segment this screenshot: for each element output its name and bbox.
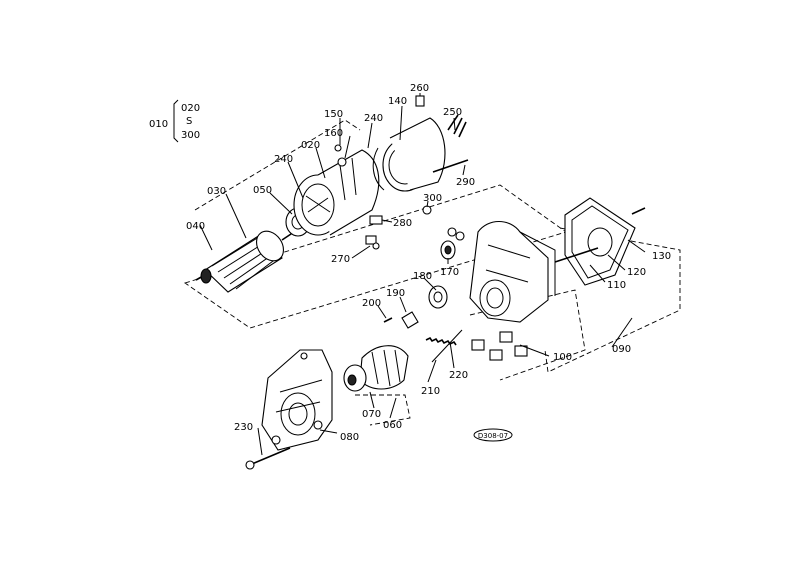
group-label: 010 020 S 300 xyxy=(149,99,200,143)
callout-210: 210 xyxy=(421,386,440,397)
callout-220: 220 xyxy=(449,370,468,381)
small-washer xyxy=(337,157,347,167)
callout-030: 030 xyxy=(207,186,226,197)
plunger-rod xyxy=(431,329,463,363)
callout-170: 170 xyxy=(440,267,459,278)
callout-180: 180 xyxy=(413,271,432,282)
front-housing xyxy=(261,349,333,451)
callout-020: 020 xyxy=(301,140,320,151)
gear-set-300 xyxy=(422,205,465,241)
callout-labels: 040 030 050 240 020 150 160 240 140 260 … xyxy=(186,83,671,443)
callout-270: 270 xyxy=(331,254,350,265)
callout-230: 230 xyxy=(234,422,253,433)
group-label-mid: S xyxy=(186,116,192,127)
callout-050: 050 xyxy=(253,185,272,196)
callout-240-right: 240 xyxy=(364,113,383,124)
mounting-bolt-head xyxy=(245,460,255,470)
pinion-group-outline xyxy=(355,394,411,426)
callout-190: 190 xyxy=(386,288,405,299)
planetary-gear xyxy=(440,240,456,260)
gear-shaft xyxy=(401,311,419,329)
callout-100: 100 xyxy=(553,352,572,363)
small-screw xyxy=(334,144,342,152)
brush-set xyxy=(365,215,383,250)
group-label-main: 010 xyxy=(149,119,168,130)
callout-250: 250 xyxy=(443,107,462,118)
through-bolts xyxy=(447,114,467,138)
callout-150: 150 xyxy=(324,109,343,120)
callout-290: 290 xyxy=(456,177,475,188)
internal-gear xyxy=(428,285,448,309)
brush-group-outline xyxy=(469,289,586,381)
callout-160: 160 xyxy=(324,128,343,139)
mounting-bolt xyxy=(251,447,291,465)
callout-110: 110 xyxy=(607,280,626,291)
long-bolt xyxy=(432,159,469,173)
callout-040: 040 xyxy=(186,221,205,232)
group-label-top: 020 xyxy=(181,103,200,114)
callout-060: 060 xyxy=(383,420,402,431)
yoke-subgroup-outline xyxy=(194,119,361,211)
terminal-nut xyxy=(415,95,425,107)
housing-group-outline xyxy=(544,227,681,373)
yoke xyxy=(293,149,380,236)
callout-240-left: 240 xyxy=(274,154,293,165)
group-label-bottom: 300 xyxy=(181,130,200,141)
callout-140: 140 xyxy=(388,96,407,107)
callout-260: 260 xyxy=(410,83,429,94)
leader-lines xyxy=(199,93,646,456)
end-frame-cover xyxy=(372,117,446,192)
callout-200: 200 xyxy=(362,298,381,309)
drawing-stamp-text: D308-07 xyxy=(478,432,508,440)
pinion-clutch xyxy=(343,345,409,392)
output-shaft xyxy=(554,247,599,263)
drive-housing xyxy=(469,220,556,323)
callout-130: 130 xyxy=(652,251,671,262)
spring xyxy=(425,336,457,346)
callout-090: 090 xyxy=(612,344,631,355)
callout-280: 280 xyxy=(393,218,412,229)
drawing-stamp: D308-07 xyxy=(473,428,513,442)
callout-070: 070 xyxy=(362,409,381,420)
contact-plates xyxy=(471,331,528,361)
callout-120: 120 xyxy=(627,267,646,278)
callout-080: 080 xyxy=(340,432,359,443)
pin xyxy=(383,317,393,323)
armature xyxy=(195,227,301,293)
callout-300: 300 xyxy=(423,193,442,204)
